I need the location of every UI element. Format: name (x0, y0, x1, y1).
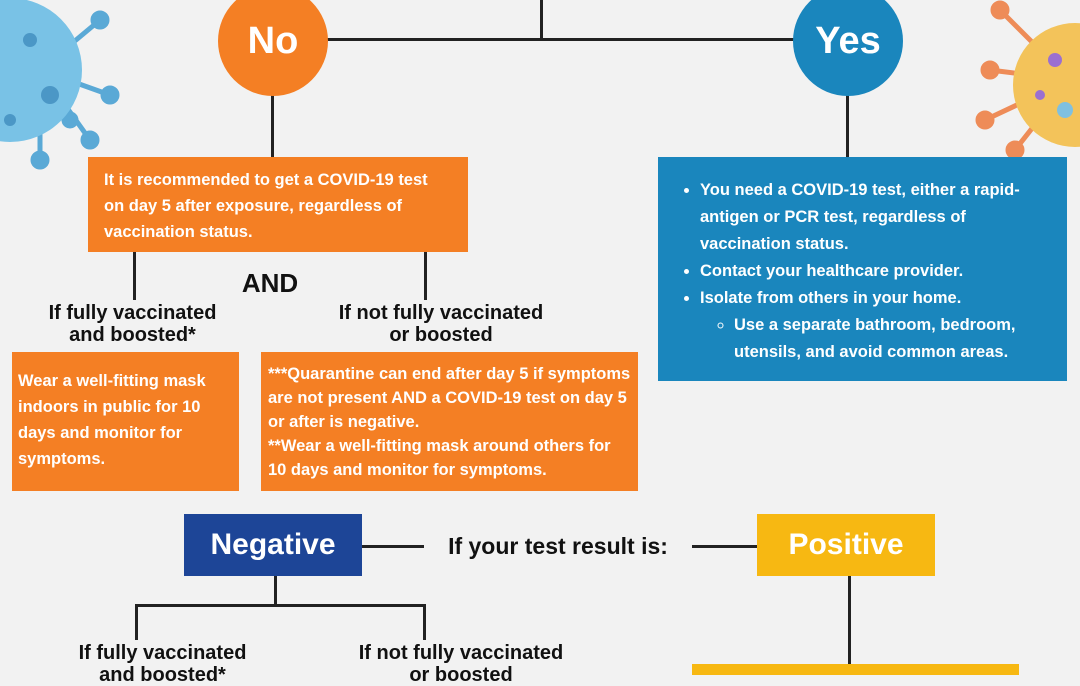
label-line: and boosted* (69, 324, 196, 346)
no-circle: No (218, 0, 328, 96)
connector-line (848, 576, 851, 666)
label-line: or boosted (389, 324, 493, 346)
test-result-question: If your test result is: (448, 533, 668, 559)
no-recommendation-text: It is recommended to get a COVID-19 test… (104, 171, 428, 241)
vaccinated-mask-box: Wear a well-fitting mask indoors in publ… (12, 352, 239, 491)
label-line: If fully vaccinated (48, 302, 217, 324)
connector-line (135, 604, 138, 640)
connector-line (424, 252, 427, 300)
no-recommendation-box: It is recommended to get a COVID-19 test… (88, 157, 468, 252)
negative-not-vaccinated-label: If not fully vaccinated or boosted (320, 642, 602, 686)
virus-icon (975, 0, 1080, 160)
label-line: If fully vaccinated (78, 642, 247, 664)
quarantine-text: ***Quarantine can end after day 5 if sym… (268, 365, 631, 431)
connector-line (692, 545, 757, 548)
connector-line (135, 604, 426, 607)
connector-line (325, 38, 795, 41)
yes-info-box: You need a COVID-19 test, either a rapid… (658, 157, 1067, 381)
vaccinated-mask-text: Wear a well-fitting mask indoors in publ… (18, 372, 206, 468)
and-label: AND (241, 268, 299, 298)
label-line: or boosted (409, 664, 513, 686)
list-item-text: Isolate from others in your home. (700, 289, 962, 307)
list-subitem: Use a separate bathroom, bedroom, utensi… (734, 312, 1057, 366)
no-vaccinated-label: If fully vaccinated and boosted* (10, 302, 255, 346)
negative-label: Negative (210, 528, 336, 561)
connector-line (540, 0, 543, 40)
list-item: Isolate from others in your home. Use a … (700, 285, 1057, 366)
yes-label: Yes (815, 19, 881, 62)
label-line: If not fully vaccinated (358, 642, 564, 664)
negative-box: Negative (184, 514, 362, 576)
connector-line (133, 252, 136, 300)
mask-text: **Wear a well-fitting mask around others… (268, 437, 611, 479)
yes-instructions-list: You need a COVID-19 test, either a rapid… (680, 177, 1057, 366)
quarantine-box: ***Quarantine can end after day 5 if sym… (261, 352, 638, 491)
list-item: Contact your healthcare provider. (700, 258, 1057, 285)
label-line: and boosted* (99, 664, 226, 686)
yes-circle: Yes (793, 0, 903, 96)
positive-box: Positive (757, 514, 935, 576)
connector-line (846, 95, 849, 157)
positive-label: Positive (788, 528, 904, 561)
virus-icon (0, 0, 120, 170)
connector-line (362, 545, 424, 548)
connector-line (423, 604, 426, 640)
negative-vaccinated-label: If fully vaccinated and boosted* (40, 642, 285, 686)
no-not-vaccinated-label: If not fully vaccinated or boosted (300, 302, 582, 346)
connector-line (271, 95, 274, 157)
no-label: No (247, 19, 299, 62)
list-item: You need a COVID-19 test, either a rapid… (700, 177, 1057, 258)
positive-info-box (692, 664, 1019, 675)
label-line: If not fully vaccinated (338, 302, 544, 324)
connector-line (274, 576, 277, 606)
